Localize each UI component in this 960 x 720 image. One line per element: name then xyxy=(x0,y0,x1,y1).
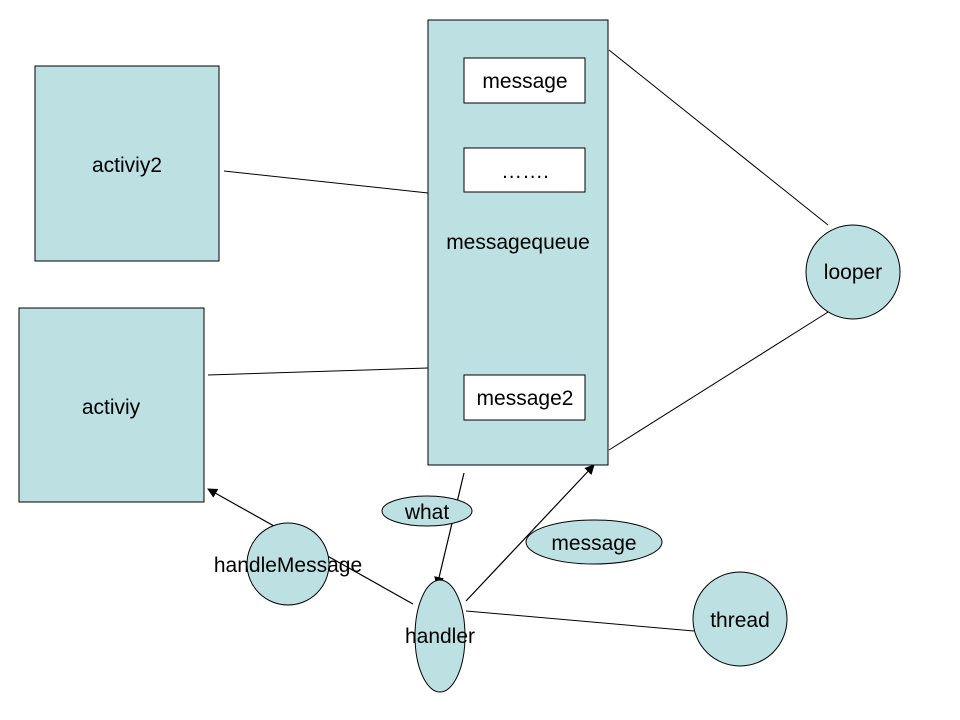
queue-message2-box: message2 xyxy=(463,374,586,421)
queue-message2-label: message2 xyxy=(477,387,574,410)
handler-label: handler xyxy=(405,625,475,648)
message-ellipse: message xyxy=(525,519,663,565)
line-queue-to-looper xyxy=(608,49,829,226)
messagequeue-label: messagequeue xyxy=(446,231,590,254)
queue-message-label: message xyxy=(482,70,567,93)
activiy2-box: activiy2 xyxy=(34,65,220,262)
what-ellipse: what xyxy=(381,495,473,527)
arrow-queue-to-handler xyxy=(434,472,465,587)
line-activiy2-to-queue xyxy=(223,170,429,194)
thread-circle: thread xyxy=(692,571,788,667)
queue-ellipsis-box: ……. xyxy=(463,147,586,193)
message-ellipse-label: message xyxy=(551,532,636,555)
activiy-label: activiy xyxy=(82,396,141,419)
line-activiy-to-queue xyxy=(207,367,429,376)
looper-label: looper xyxy=(824,261,882,284)
connectors xyxy=(207,49,837,632)
handlemessage-circle xyxy=(246,522,330,606)
queue-message-box: message xyxy=(463,57,586,104)
line-looper-to-queue xyxy=(608,306,837,451)
handler-ellipse: handler xyxy=(405,579,475,693)
queue-ellipsis-label: ……. xyxy=(501,160,549,183)
arrow-handler-to-queue xyxy=(465,464,595,602)
handlemessage-label: handleMessage xyxy=(214,554,362,577)
activiy2-label: activiy2 xyxy=(92,154,162,177)
thread-label: thread xyxy=(710,609,770,632)
what-label: what xyxy=(404,501,450,524)
looper-circle: looper xyxy=(805,224,901,320)
activiy-box: activiy xyxy=(18,307,205,503)
line-handler-to-thread xyxy=(465,610,695,632)
